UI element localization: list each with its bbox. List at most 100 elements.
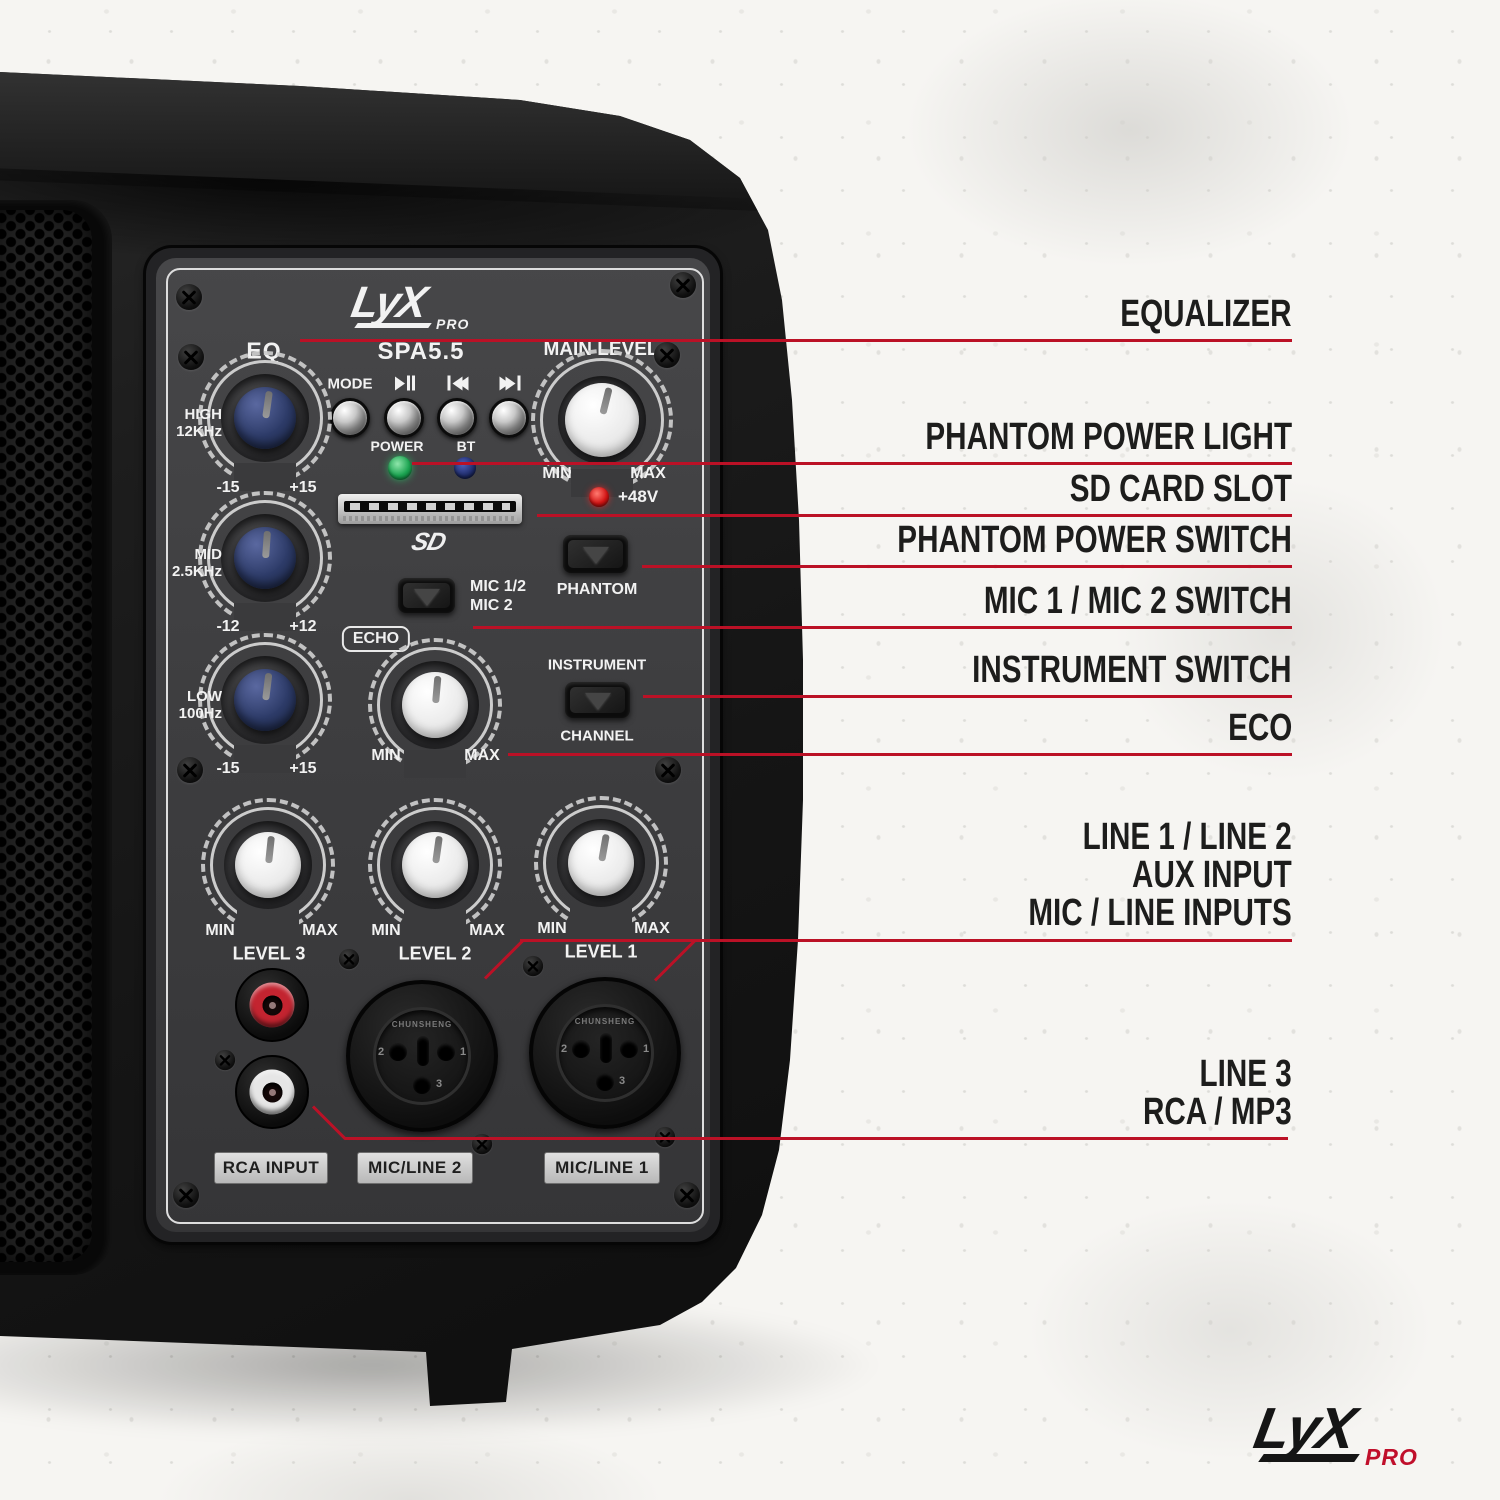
panel-brand-logo: LyX PRO <box>348 278 502 341</box>
low-min-label: -15 <box>216 760 240 777</box>
screw <box>214 1049 236 1071</box>
background-texture <box>820 0 1440 320</box>
pin-3-label: 3 <box>436 1078 443 1090</box>
power-label: POWER <box>370 438 424 454</box>
callout-instrument-switch: INSTRUMENT SWITCH <box>972 649 1292 691</box>
brand-sub-wordmark: PRO <box>1365 1444 1418 1470</box>
mic-line-1-combo-jack: CHUNSHENG 2 1 3 <box>529 977 681 1129</box>
mic-select-switch[interactable] <box>398 578 455 613</box>
level3-knob[interactable] <box>201 798 335 938</box>
knob-cap <box>402 832 468 898</box>
screw <box>176 284 202 310</box>
previous-track-button[interactable] <box>437 398 477 438</box>
speaker-grille-mesh <box>0 210 92 1262</box>
sd-slot-ridge <box>343 516 517 521</box>
callout-line-line3 <box>345 1137 1288 1140</box>
screw <box>338 948 360 970</box>
callout-line-eco <box>508 753 1292 756</box>
level3-min-label: MIN <box>205 922 235 939</box>
callout-line-phantom-light <box>412 462 1292 465</box>
model-label: SPA5.5 <box>377 338 465 365</box>
callout-mic-switch: MIC 1 / MIC 2 SWITCH <box>984 580 1292 622</box>
high-eq-knob[interactable] <box>198 351 332 491</box>
callout-line-mic-switch <box>473 626 1292 629</box>
mic-line-2-combo-jack: CHUNSHENG 2 1 3 <box>346 980 498 1132</box>
brand-swoosh <box>1258 1454 1360 1462</box>
pin-2-label: 2 <box>378 1046 385 1058</box>
low-freq-label: LOW 100Hz <box>178 688 222 722</box>
rca-jack-white <box>235 1055 309 1129</box>
level1-label: LEVEL 1 <box>564 941 638 962</box>
mic-option-2-label: MIC 2 <box>470 597 513 614</box>
callout-sd-card-slot: SD CARD SLOT <box>1069 468 1292 510</box>
callout-line-instrument-switch <box>643 695 1292 698</box>
speaker-grille-frame <box>0 200 112 1275</box>
background-texture <box>1050 420 1500 840</box>
next-track-button[interactable] <box>489 398 529 438</box>
main-level-knob[interactable] <box>531 349 673 497</box>
level2-knob[interactable] <box>368 798 502 938</box>
screw <box>177 757 203 783</box>
background-texture <box>950 1150 1500 1500</box>
phantom-power-switch[interactable] <box>563 535 628 573</box>
mid-min-label: -12 <box>216 618 240 635</box>
power-led <box>388 456 412 480</box>
echo-knob[interactable] <box>368 638 502 778</box>
knob-cap <box>568 830 634 896</box>
mode-button[interactable] <box>330 398 370 438</box>
brand-swoosh <box>354 323 432 328</box>
brand-wordmark: LyX <box>1249 1396 1359 1461</box>
callout-line-sd-slot <box>537 514 1292 517</box>
switch-arrow-icon <box>582 546 609 564</box>
pin-3-label: 3 <box>619 1075 626 1087</box>
sd-card-slot <box>338 494 522 524</box>
mic-option-1-label: MIC 1/2 <box>470 578 527 595</box>
brand-sub-wordmark: PRO <box>436 316 470 332</box>
level2-min-label: MIN <box>371 922 401 939</box>
screw <box>674 1182 700 1208</box>
echo-min-label: MIN <box>371 747 401 764</box>
phantom-48v-led <box>589 487 609 507</box>
level2-max-label: MAX <box>469 922 505 939</box>
knob-cap <box>235 832 301 898</box>
knob-cap <box>234 527 296 589</box>
play-pause-button[interactable] <box>384 398 424 438</box>
knob-cap <box>234 669 296 731</box>
level3-label: LEVEL 3 <box>232 943 306 964</box>
callout-eco: ECO <box>1227 707 1292 749</box>
callout-phantom-power-light: PHANTOM POWER LIGHT <box>925 416 1292 458</box>
jack-ring-text: CHUNSHENG <box>391 1020 453 1029</box>
level1-max-label: MAX <box>634 920 670 937</box>
switch-arrow-icon <box>413 588 440 606</box>
switch-arrow-icon <box>584 692 611 710</box>
screw <box>670 272 696 298</box>
instrument-channel-switch[interactable] <box>565 682 630 718</box>
screw <box>654 342 680 368</box>
main-max-label: MAX <box>630 465 666 482</box>
level3-max-label: MAX <box>302 922 338 939</box>
screw <box>655 757 681 783</box>
high-min-label: -15 <box>216 479 240 496</box>
rca-input-plate: RCA INPUT <box>214 1152 328 1184</box>
high-freq-label: HIGH 12KHz <box>176 406 222 440</box>
channel-label: CHANNEL <box>560 727 634 745</box>
level1-knob[interactable] <box>534 796 668 936</box>
echo-badge: ECHO <box>341 626 411 652</box>
pin-1-label: 1 <box>643 1043 650 1055</box>
mic-line-2-plate: MIC/LINE 2 <box>357 1152 473 1184</box>
mid-eq-knob[interactable] <box>198 491 332 631</box>
pin-2-label: 2 <box>561 1043 568 1055</box>
next-track-icon <box>499 375 521 391</box>
main-min-label: MIN <box>542 465 572 482</box>
instrument-label: INSTRUMENT <box>547 656 647 674</box>
low-max-label: +15 <box>289 760 317 777</box>
screw <box>522 955 544 977</box>
knob-cap <box>402 672 468 738</box>
mid-freq-label: MID 2.5KHz <box>171 546 222 580</box>
phantom-label: PHANTOM <box>556 581 638 598</box>
level2-label: LEVEL 2 <box>398 943 472 964</box>
rca-jack-red <box>235 968 309 1042</box>
low-eq-knob[interactable] <box>198 633 332 773</box>
previous-track-icon <box>447 375 469 391</box>
